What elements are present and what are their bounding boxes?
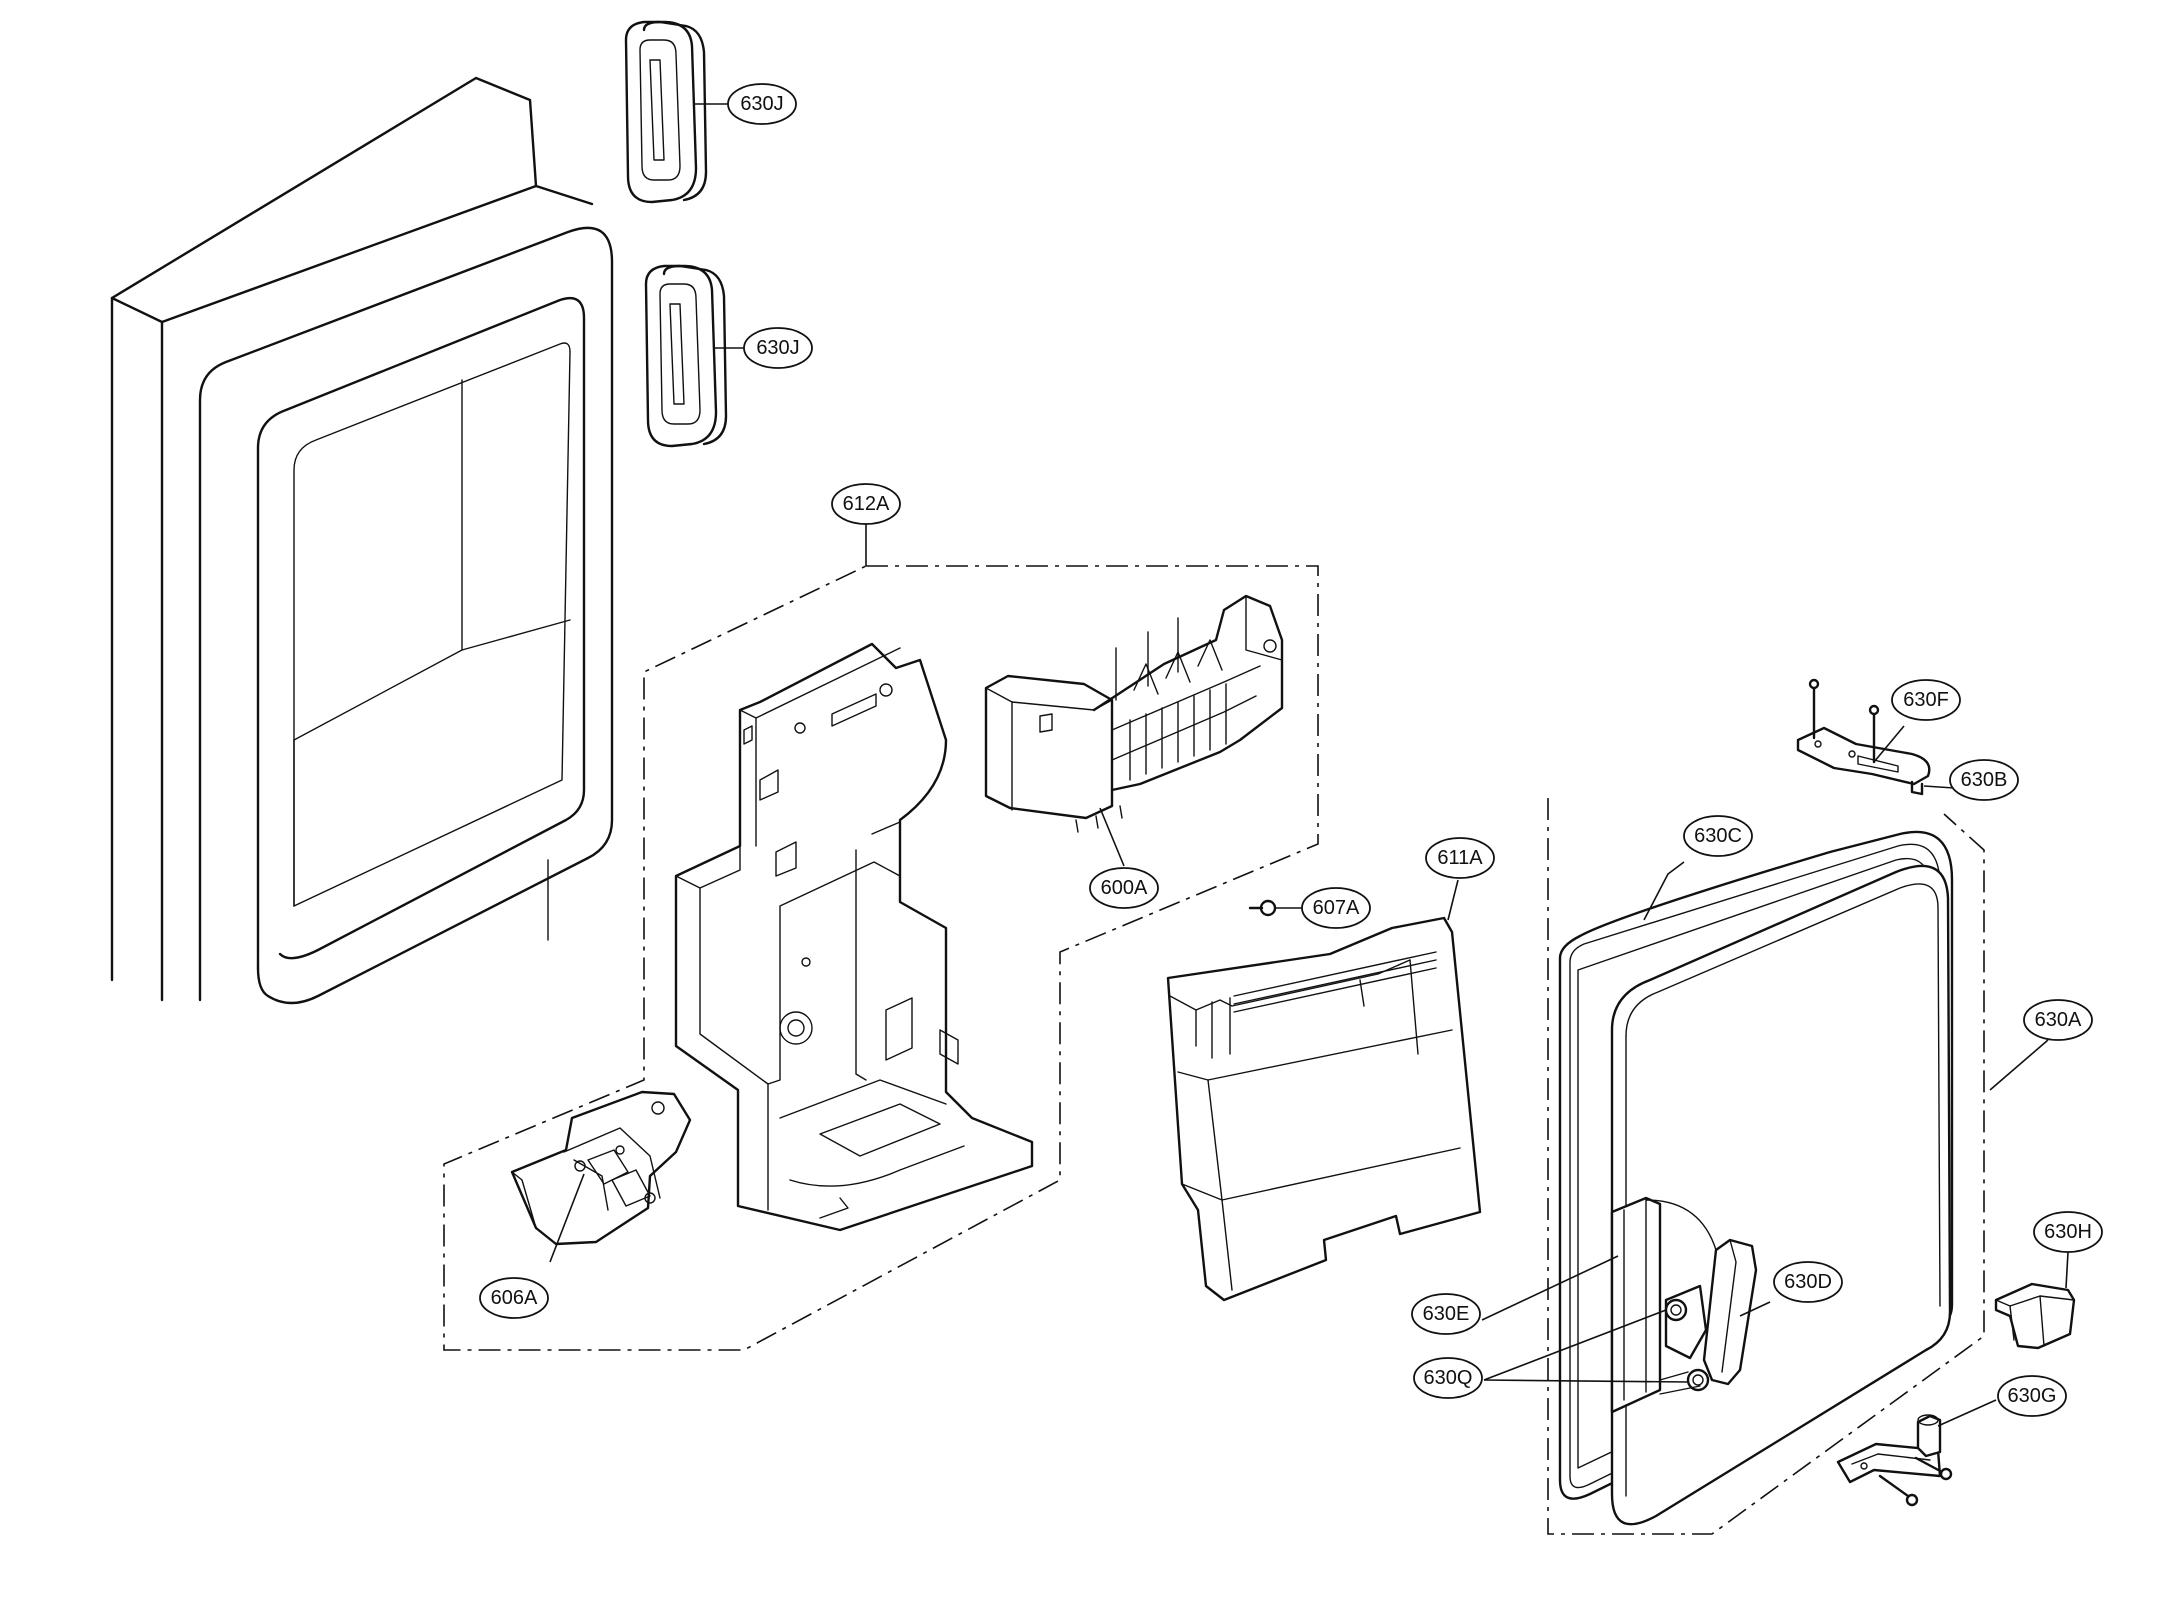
hinge-630f: [1796, 678, 1931, 796]
svg-text:630F: 630F: [1903, 689, 1949, 711]
handle-bracket: [1610, 1196, 1758, 1414]
dispenser-cover: [1166, 916, 1482, 1302]
callout-630j-top: 630J: [727, 83, 797, 125]
flap-bracket: [510, 1090, 692, 1246]
screw-607a: [1248, 899, 1277, 917]
svg-text:630E: 630E: [1423, 1303, 1470, 1325]
door-stop-630h: [1994, 1282, 2076, 1350]
assembly-630a-outline: [1547, 798, 1985, 1535]
callout-606a: 606A: [479, 1277, 549, 1319]
svg-text:612A: 612A: [843, 493, 890, 515]
svg-text:630H: 630H: [2044, 1221, 2092, 1243]
callout-612a: 612A: [831, 483, 901, 525]
callout-600a: 600A: [1089, 867, 1159, 909]
callout-607a: 607A: [1301, 887, 1371, 929]
svg-text:611A: 611A: [1437, 847, 1483, 869]
door-630b: [1610, 864, 1952, 1526]
svg-text:630C: 630C: [1694, 825, 1742, 847]
grommet-630j-bottom: [644, 264, 728, 448]
grommet-630j-top: [624, 20, 708, 204]
svg-text:606A: 606A: [491, 1287, 538, 1309]
door-panel: [110, 76, 614, 1005]
svg-text:630Q: 630Q: [1424, 1367, 1473, 1389]
svg-text:630D: 630D: [1784, 1271, 1832, 1293]
svg-text:630G: 630G: [2008, 1385, 2057, 1407]
callout-630d: 630D: [1773, 1261, 1843, 1303]
svg-text:630J: 630J: [740, 93, 783, 115]
svg-text:630J: 630J: [756, 337, 799, 359]
callout-630j-bottom: 630J: [743, 327, 813, 369]
callout-630a: 630A: [2023, 999, 2093, 1041]
callout-630e: 630E: [1411, 1293, 1481, 1335]
svg-text:630A: 630A: [2035, 1009, 2082, 1031]
callout-630c: 630C: [1683, 815, 1753, 857]
assembly-612a-outline: [443, 565, 1319, 1351]
leader-lines: [549, 103, 2069, 1427]
callout-630f: 630F: [1891, 679, 1961, 721]
callout-611a: 611A: [1425, 837, 1495, 879]
callout-630b: 630B: [1949, 759, 2019, 801]
callout-630q: 630Q: [1413, 1357, 1483, 1399]
callout-630h: 630H: [2033, 1211, 2103, 1253]
dispenser-housing: [674, 642, 1034, 1232]
svg-text:607A: 607A: [1313, 897, 1360, 919]
svg-text:630B: 630B: [1961, 769, 2008, 791]
ice-maker: [984, 594, 1284, 833]
hinge-630g: [1836, 1414, 1953, 1507]
callout-630g: 630G: [1997, 1375, 2067, 1417]
svg-text:600A: 600A: [1101, 877, 1148, 899]
